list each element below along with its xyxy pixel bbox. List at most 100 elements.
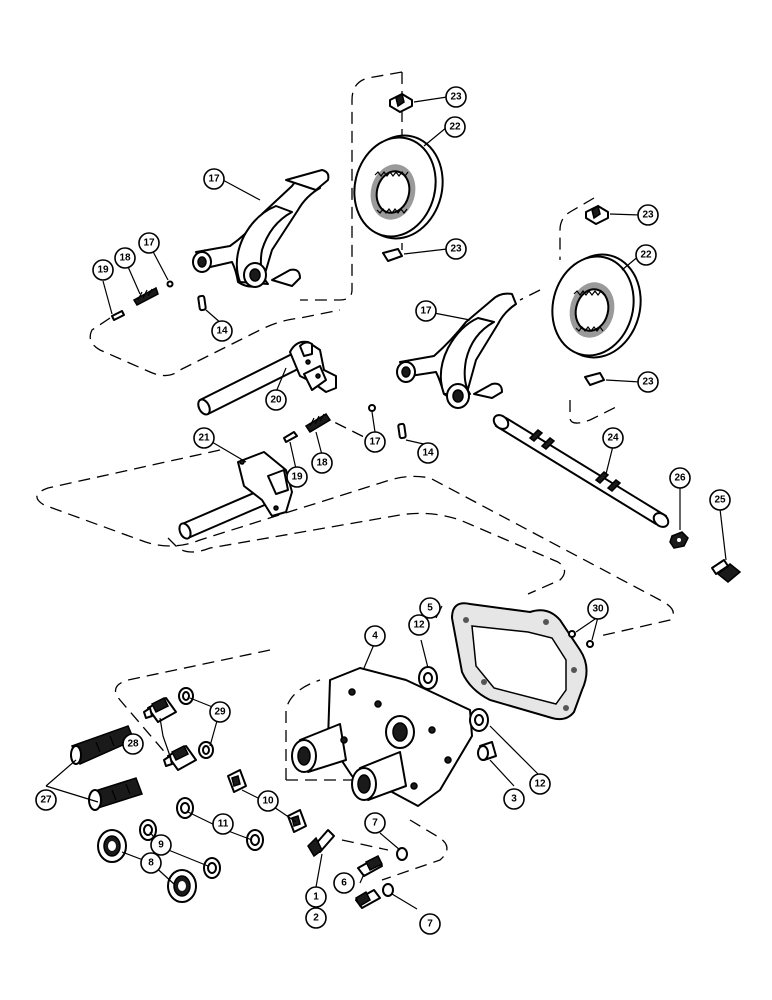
callout-label: 2 [313, 913, 319, 924]
callout-label: 5 [427, 603, 433, 614]
callout-29: 29 [209, 701, 231, 723]
switch-lower [163, 744, 197, 771]
callout-label: 12 [413, 620, 425, 631]
boot-lower [88, 777, 143, 811]
callout-label: 3 [511, 794, 517, 805]
seal-upper [97, 829, 127, 863]
pin-lower [397, 422, 407, 440]
callout-28: 28 [122, 733, 144, 755]
callout-label: 26 [674, 473, 686, 484]
callout-6: 6 [333, 872, 355, 894]
callout-label: 18 [119, 253, 131, 264]
detent-ball-upper [166, 280, 174, 288]
callout-14-lower: 14 [417, 442, 439, 464]
callout-label: 23 [450, 92, 462, 103]
callout-label: 22 [449, 122, 461, 133]
callout-label: 21 [198, 433, 210, 444]
callout-11: 11 [212, 813, 234, 835]
callout-label: 27 [40, 795, 52, 806]
set-screw [711, 559, 742, 583]
pin-upper [197, 294, 207, 312]
callout-label: 25 [714, 495, 726, 506]
callout-17-upper: 17 [138, 232, 160, 254]
callout-label: 10 [262, 796, 274, 807]
cap-screw [307, 829, 335, 858]
washer-upper [418, 666, 438, 690]
callout-label: 7 [372, 818, 378, 829]
callout-label: 23 [450, 244, 462, 255]
callout-label: 6 [341, 878, 347, 889]
callout-12-lower: 12 [529, 773, 551, 795]
washers-29 [178, 687, 214, 759]
callout-label: 20 [270, 395, 282, 406]
washer-lower [469, 708, 489, 732]
shift-fork-lower [396, 292, 517, 409]
callout-7-a: 7 [364, 812, 386, 834]
callout-3: 3 [503, 788, 525, 810]
callout-21: 21 [193, 427, 215, 449]
synchro-ring-lower [551, 253, 642, 359]
shift-fork-upper [192, 169, 330, 288]
seal-lower [167, 869, 197, 903]
detent-pin-upper [111, 310, 125, 321]
balls [568, 630, 594, 648]
callout-1: 1 [305, 886, 327, 908]
callout-2: 2 [305, 907, 327, 929]
callout-23-d: 23 [637, 371, 659, 393]
callout-8: 8 [140, 852, 162, 874]
callout-24: 24 [602, 427, 624, 449]
callout-19-lower: 19 [286, 466, 308, 488]
callout-label: 28 [127, 739, 139, 750]
callout-27: 27 [35, 789, 57, 811]
callout-label: 17 [143, 238, 155, 249]
callout-14-upper: 14 [211, 320, 233, 342]
callout-30: 30 [587, 598, 609, 620]
callout-4: 4 [364, 625, 386, 647]
switch-upper [143, 696, 177, 723]
plug-upper [357, 854, 384, 877]
insert-key-upper-2 [382, 248, 403, 262]
callout-label: 1 [313, 892, 319, 903]
insert-key-lower-2 [584, 372, 605, 386]
callout-label: 19 [291, 472, 303, 483]
callout-9: 9 [150, 834, 172, 856]
callout-label: 23 [642, 210, 654, 221]
bushing [477, 741, 497, 761]
plug-lower [355, 889, 381, 909]
callout-label: 17 [208, 174, 220, 185]
callout-23-a: 23 [445, 86, 467, 108]
callout-25: 25 [709, 489, 731, 511]
callout-10: 10 [257, 790, 279, 812]
callout-label: 8 [148, 858, 154, 869]
callout-label: 29 [214, 707, 226, 718]
detent-pin-lower [283, 431, 298, 443]
callout-label: 24 [607, 433, 619, 444]
cover-housing [291, 667, 473, 807]
callout-17-lower: 17 [364, 431, 386, 453]
callout-12-upper: 12 [408, 614, 430, 636]
callout-13-upper: 17 [203, 168, 225, 190]
callout-7-b: 7 [419, 913, 441, 935]
callout-22-upper: 22 [444, 116, 466, 138]
callout-label: 7 [427, 919, 433, 930]
shift-shaft [492, 414, 670, 528]
sealing-washers-7 [382, 847, 408, 897]
insert-key-lower-1 [585, 204, 609, 225]
detent-ball-lower [368, 404, 376, 412]
callout-label: 14 [216, 326, 228, 337]
callout-23-b: 23 [445, 238, 467, 260]
callout-label: 22 [640, 250, 652, 261]
callout-5: 5 [419, 597, 441, 619]
callout-label: 30 [592, 604, 604, 615]
synchro-ring-upper [353, 134, 444, 240]
callout-20: 20 [265, 389, 287, 411]
callout-label: 12 [534, 779, 546, 790]
callout-19-upper: 19 [92, 259, 114, 281]
callout-label: 19 [97, 265, 109, 276]
callout-label: 4 [372, 631, 378, 642]
callout-18-upper: 18 [114, 247, 136, 269]
shift-rail-upper [197, 340, 337, 416]
shift-rail-lower [178, 451, 293, 540]
callout-label: 17 [420, 306, 432, 317]
